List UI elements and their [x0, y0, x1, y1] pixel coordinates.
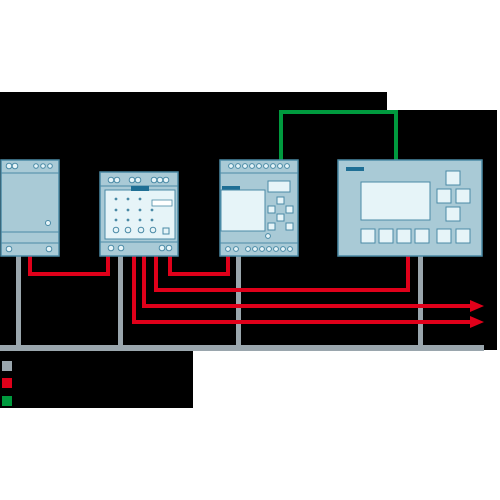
output-arrow-2-head	[470, 316, 484, 328]
brand-bar	[222, 186, 240, 190]
terminal-screws	[5, 162, 53, 253]
navigation-keys	[436, 170, 471, 222]
output-arrow-1	[142, 256, 472, 308]
hmi-screen	[360, 181, 431, 221]
input-expansion-module	[99, 171, 179, 257]
output-arrows	[132, 256, 484, 328]
brand-bar	[131, 186, 149, 191]
ethernet-cable	[279, 110, 398, 162]
power-wiring	[28, 256, 410, 292]
legend	[2, 361, 12, 406]
hmi-panel	[337, 159, 483, 257]
legend-swatch-gray	[2, 361, 12, 371]
keypad-buttons	[267, 196, 294, 231]
led-indicators	[114, 197, 154, 222]
brand-bar	[346, 167, 364, 171]
legend-swatch-red	[2, 378, 12, 388]
din-rail	[0, 256, 484, 351]
terminal-screws	[225, 163, 293, 252]
output-arrow-1-head	[470, 300, 484, 312]
function-keys	[360, 228, 471, 244]
legend-swatch-green	[2, 396, 12, 406]
output-arrow-2	[132, 256, 472, 324]
logic-module	[219, 159, 299, 257]
terminal-screws	[107, 176, 173, 252]
lcd-display	[220, 189, 266, 232]
power-supply-module	[0, 159, 60, 257]
